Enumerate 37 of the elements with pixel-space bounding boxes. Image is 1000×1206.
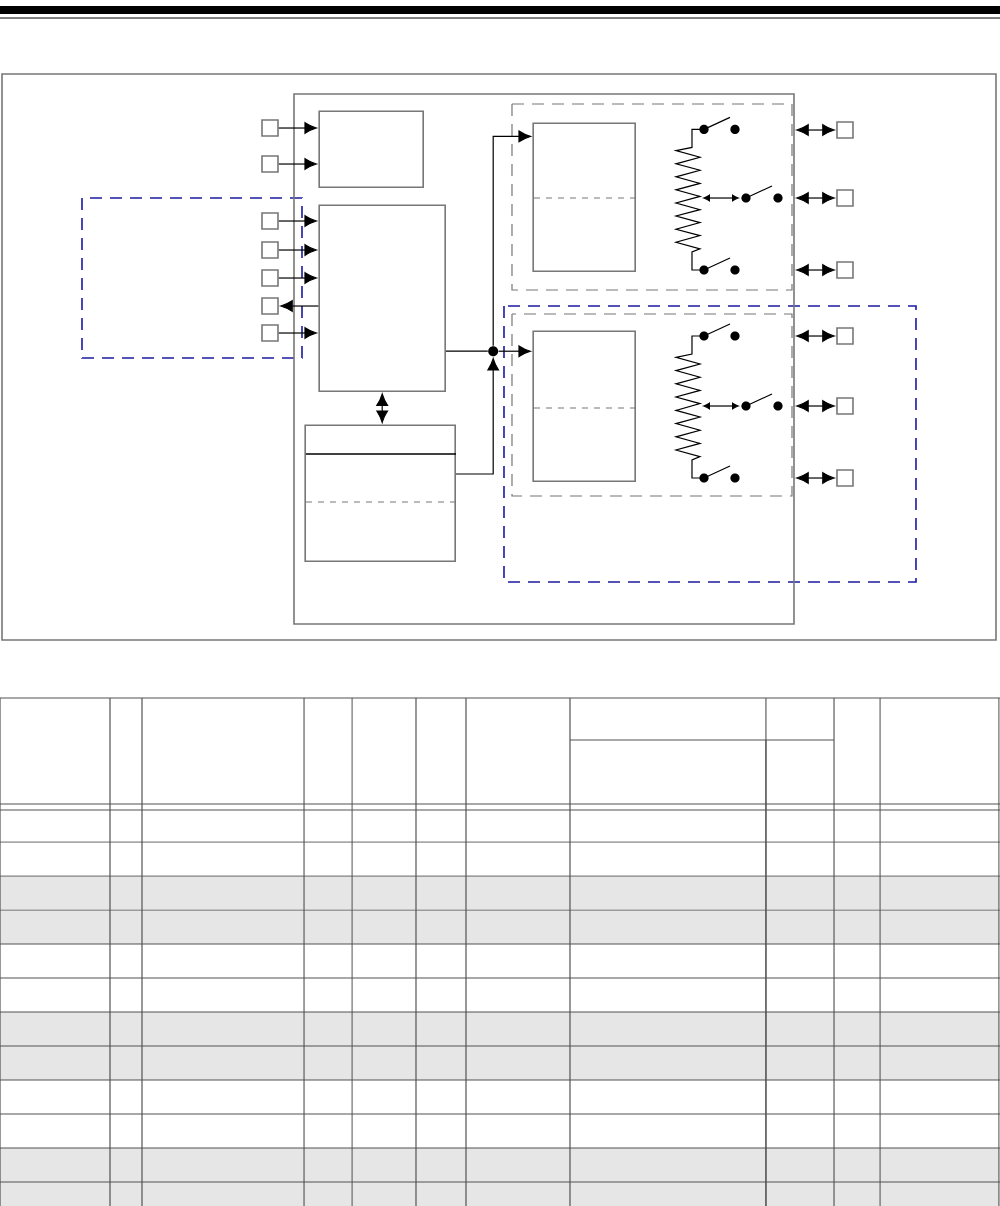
arrow bbox=[278, 244, 317, 256]
pin-square bbox=[261, 155, 279, 173]
pin-square bbox=[836, 121, 854, 139]
arrow bbox=[796, 400, 835, 412]
arrow bbox=[796, 330, 835, 342]
arrow bbox=[278, 215, 317, 227]
pin-square bbox=[261, 269, 279, 287]
pin-square bbox=[261, 324, 279, 342]
arrow bbox=[455, 358, 500, 475]
arrow bbox=[796, 264, 835, 276]
chip-outline bbox=[293, 93, 795, 625]
pin-square bbox=[836, 327, 854, 345]
block-box bbox=[532, 122, 637, 272]
block-box bbox=[318, 110, 424, 188]
arrow bbox=[278, 272, 317, 284]
connector-line bbox=[445, 350, 489, 352]
pin-square bbox=[836, 189, 854, 207]
pin-square bbox=[836, 469, 854, 487]
block-box bbox=[318, 204, 446, 392]
arrow bbox=[278, 327, 317, 339]
pin-square bbox=[836, 261, 854, 279]
pin-square bbox=[261, 297, 279, 315]
arrow bbox=[278, 122, 317, 134]
arrow bbox=[498, 345, 531, 358]
pin-square bbox=[261, 119, 279, 137]
arrow bbox=[492, 130, 531, 347]
arrow bbox=[796, 472, 835, 484]
pin-square bbox=[836, 397, 854, 415]
memory-box bbox=[304, 424, 457, 562]
arrow bbox=[278, 158, 317, 170]
pin-square bbox=[261, 212, 279, 230]
block-box bbox=[532, 330, 637, 482]
arrow bbox=[796, 192, 835, 204]
arrow bbox=[280, 300, 319, 312]
arrow bbox=[376, 393, 389, 423]
pin-square bbox=[261, 241, 279, 259]
arrow bbox=[796, 124, 835, 136]
